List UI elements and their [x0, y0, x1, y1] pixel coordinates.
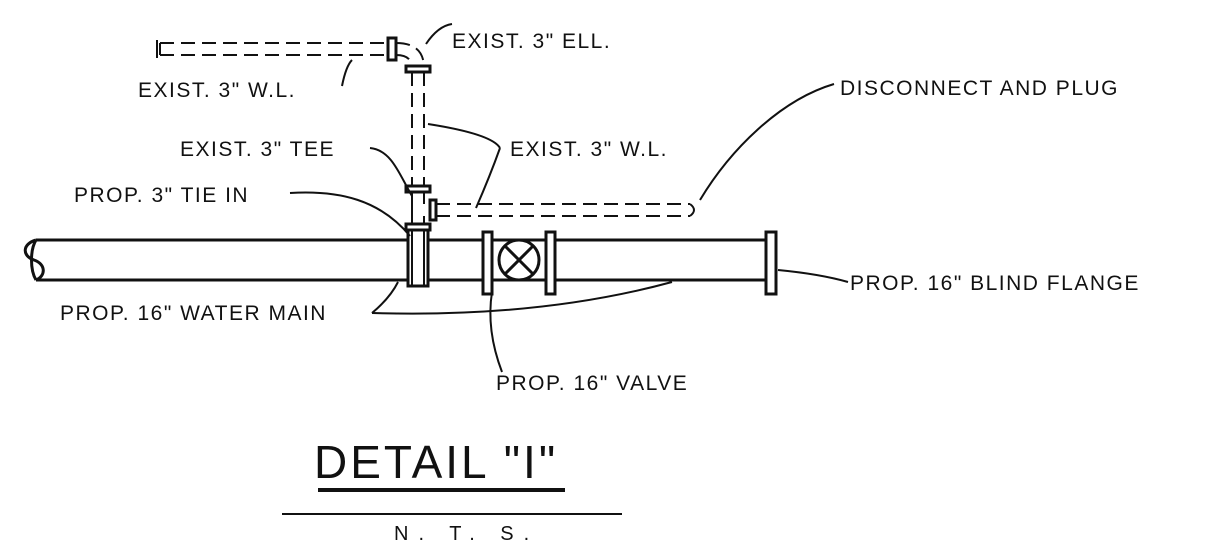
label-exist-tee: EXIST. 3" TEE — [180, 138, 335, 161]
top-line-coupling — [386, 36, 398, 62]
detail-title: DETAIL "I" — [314, 436, 558, 488]
existing-3in-water-line-branch — [436, 203, 695, 217]
label-exist-wl-top: EXIST. 3" W.L. — [138, 79, 296, 102]
scale-note: N. T. S. — [394, 523, 539, 545]
proposed-3in-tie-in — [406, 228, 430, 288]
existing-3in-tee — [404, 184, 438, 232]
proposed-16in-blind-flange — [764, 230, 778, 296]
label-exist-wl-mid: EXIST. 3" W.L. — [510, 138, 668, 161]
label-prop-blind-flange: PROP. 16" BLIND FLANGE — [850, 272, 1140, 295]
leader-lines — [289, 23, 849, 373]
label-prop-tie-in: PROP. 3" TIE IN — [74, 184, 249, 207]
existing-3in-water-line-top — [156, 40, 390, 58]
label-exist-ell: EXIST. 3" ELL. — [452, 30, 611, 53]
existing-3in-water-line-vertical — [411, 72, 425, 186]
label-disconnect-and-plug: DISCONNECT AND PLUG — [840, 77, 1119, 100]
label-prop-valve: PROP. 16" VALVE — [496, 372, 688, 395]
proposed-16in-valve — [481, 230, 557, 296]
existing-3in-ell — [395, 42, 432, 74]
label-prop-water-main: PROP. 16" WATER MAIN — [60, 302, 327, 325]
proposed-16in-water-main — [23, 238, 766, 282]
